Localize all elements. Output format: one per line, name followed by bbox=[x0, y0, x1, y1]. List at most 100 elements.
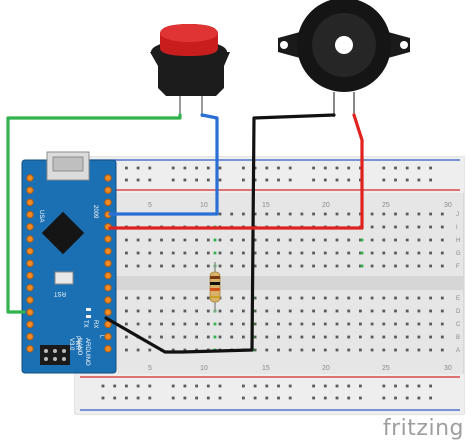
breadboard-hole bbox=[440, 264, 444, 268]
breadboard-hole bbox=[148, 238, 152, 242]
breadboard-hole bbox=[253, 322, 257, 326]
breadboard-hole bbox=[160, 335, 163, 339]
breadboard-hole bbox=[312, 212, 315, 216]
breadboard-hole bbox=[265, 264, 269, 268]
breadboard-hole bbox=[230, 238, 234, 242]
breadboard-hole bbox=[288, 166, 292, 170]
breadboard-hole bbox=[370, 296, 374, 300]
breadboard-hole bbox=[335, 309, 339, 313]
breadboard-hole bbox=[206, 251, 210, 255]
breadboard-hole bbox=[160, 264, 163, 268]
breadboard-hole bbox=[277, 238, 280, 242]
breadboard-hole bbox=[136, 296, 140, 300]
header-pin bbox=[104, 235, 112, 243]
header-pin bbox=[104, 345, 112, 353]
breadboard-hole bbox=[370, 212, 374, 216]
breadboard-hole bbox=[347, 309, 351, 313]
breadboard: 1 5 10 15 20 25 30 1 5 10 15 20 25 30 J … bbox=[74, 156, 465, 415]
breadboard-hole bbox=[394, 212, 397, 216]
breadboard-hole bbox=[242, 166, 245, 170]
breadboard-hole bbox=[417, 166, 421, 170]
breadboard-hole bbox=[323, 212, 327, 216]
breadboard-hole bbox=[335, 348, 339, 352]
breadboard-hole bbox=[218, 384, 222, 388]
breadboard-hole bbox=[171, 335, 175, 339]
breadboard-hole bbox=[125, 238, 128, 242]
breadboard-hole bbox=[183, 178, 187, 182]
breadboard-hole bbox=[382, 166, 386, 170]
left-header-pins bbox=[26, 174, 34, 353]
svg-text:30: 30 bbox=[444, 202, 452, 209]
breadboard-hole bbox=[417, 178, 421, 182]
breadboard-hole bbox=[394, 251, 397, 255]
board-label-pwr: PWR bbox=[74, 336, 80, 351]
breadboard-hole bbox=[171, 309, 175, 313]
wire-green bbox=[6, 113, 182, 314]
svg-text:20: 20 bbox=[322, 365, 330, 372]
breadboard-hole bbox=[394, 384, 397, 388]
breadboard-hole bbox=[218, 335, 222, 339]
breadboard-hole bbox=[195, 296, 198, 300]
breadboard-hole bbox=[382, 296, 386, 300]
breadboard-hole bbox=[183, 251, 187, 255]
header-pin bbox=[26, 320, 34, 329]
breadboard-hole bbox=[253, 335, 257, 339]
breadboard-hole bbox=[394, 396, 397, 400]
breadboard-hole bbox=[277, 309, 280, 313]
breadboard-hole bbox=[417, 322, 421, 326]
header-pin bbox=[26, 223, 34, 231]
breadboard-hole bbox=[382, 238, 386, 242]
breadboard-hole bbox=[242, 296, 245, 300]
breadboard-hole bbox=[359, 384, 362, 388]
breadboard-hole bbox=[312, 335, 315, 339]
breadboard-hole bbox=[382, 264, 386, 268]
breadboard-hole bbox=[405, 251, 409, 255]
breadboard-hole bbox=[160, 238, 163, 242]
breadboard-hole bbox=[206, 238, 210, 242]
breadboard-hole bbox=[148, 296, 152, 300]
breadboard-hole bbox=[183, 322, 187, 326]
breadboard-hole bbox=[218, 212, 222, 216]
breadboard-hole bbox=[405, 212, 409, 216]
reset-button[interactable] bbox=[54, 271, 74, 285]
breadboard-hole bbox=[429, 238, 432, 242]
header-pin bbox=[104, 271, 112, 280]
breadboard-hole bbox=[323, 238, 327, 242]
breadboard-hole bbox=[417, 225, 421, 229]
breadboard-hole bbox=[300, 309, 304, 313]
svg-text:25: 25 bbox=[382, 202, 390, 209]
breadboard-hole bbox=[195, 335, 198, 339]
svg-text:D: D bbox=[456, 309, 461, 315]
breadboard-hole bbox=[429, 309, 432, 313]
breadboard-hole bbox=[242, 384, 245, 388]
breadboard-hole bbox=[242, 264, 245, 268]
breadboard-hole bbox=[288, 335, 292, 339]
breadboard-hole bbox=[253, 251, 257, 255]
breadboard-hole bbox=[300, 296, 304, 300]
breadboard-hole bbox=[312, 348, 315, 352]
push-button bbox=[150, 24, 230, 117]
breadboard-hole bbox=[288, 348, 292, 352]
breadboard-hole bbox=[101, 396, 105, 400]
board-label-rst: RST bbox=[54, 290, 66, 296]
breadboard-hole bbox=[265, 335, 269, 339]
svg-text:I: I bbox=[456, 225, 458, 231]
breadboard-hole bbox=[300, 348, 304, 352]
breadboard-hole bbox=[136, 309, 140, 313]
header-pin bbox=[26, 210, 34, 219]
wires bbox=[6, 113, 364, 354]
breadboard-hole bbox=[148, 322, 152, 326]
breadboard-hole bbox=[347, 251, 351, 255]
svg-text:G: G bbox=[456, 251, 461, 257]
breadboard-hole bbox=[113, 384, 117, 388]
breadboard-hole bbox=[312, 396, 315, 400]
header-pin bbox=[104, 247, 112, 255]
breadboard-hole bbox=[440, 238, 444, 242]
breadboard-hole bbox=[359, 251, 362, 255]
breadboard-hole bbox=[300, 238, 304, 242]
board-label-arduino: ARDUINO bbox=[84, 338, 90, 366]
breadboard-hole bbox=[359, 296, 362, 300]
breadboard-hole bbox=[417, 238, 421, 242]
breadboard-hole bbox=[125, 309, 128, 313]
